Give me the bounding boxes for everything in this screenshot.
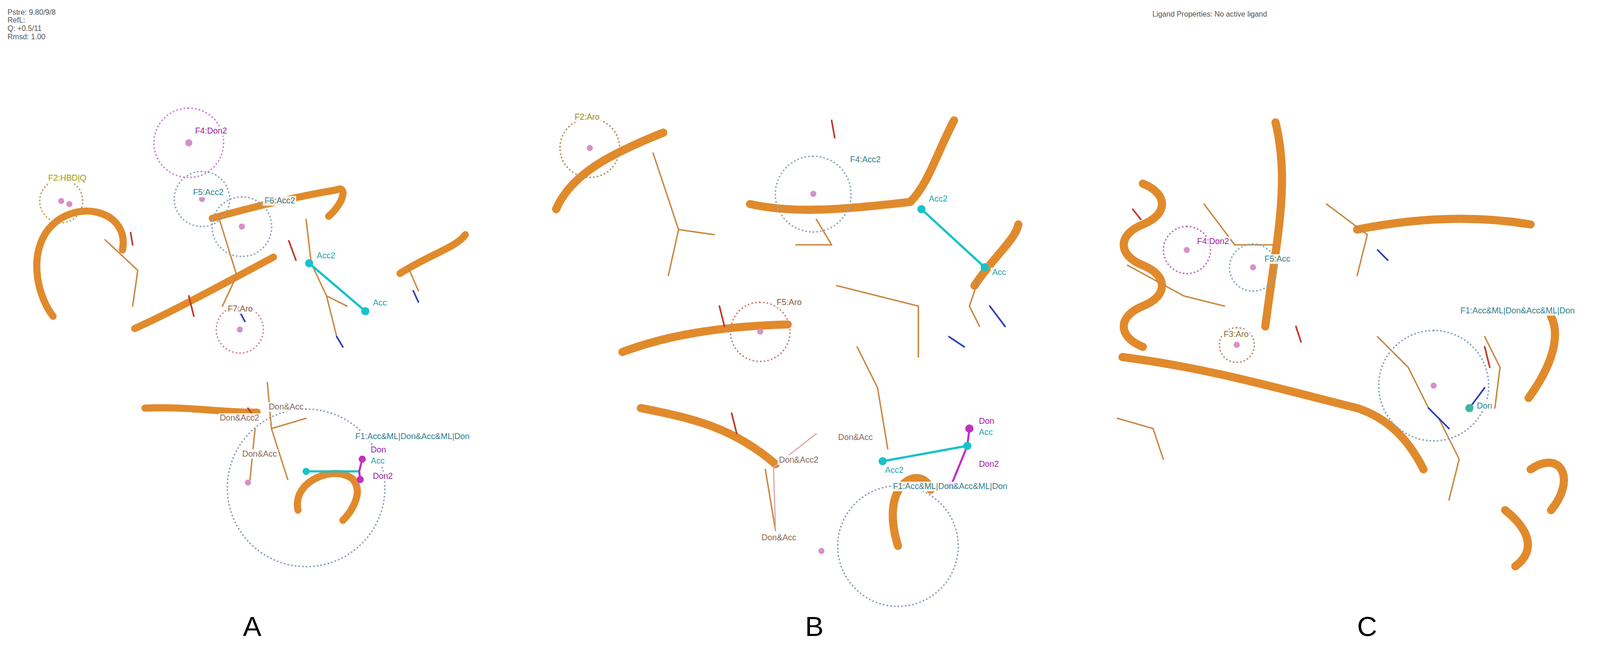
feature-label: F2:Aro <box>573 112 602 122</box>
atom-label: Acc2 <box>315 250 337 261</box>
panel-letter: C <box>1356 610 1377 643</box>
feature-sphere: F5:Acc2 <box>173 170 231 228</box>
feature-sphere: F5:Acc <box>1228 243 1278 293</box>
feature-sphere: F1:Acc&ML|Don&Acc&ML|Don <box>836 484 960 608</box>
atom-label: Don&Acc <box>760 532 798 543</box>
feature-sphere: F2:HBD|Q <box>38 178 84 224</box>
status-text: Pstre: 9.80/9/8 <box>6 8 57 17</box>
feature-label: F3:Aro <box>1222 329 1250 340</box>
feature-sphere: F7:Aro <box>215 304 265 354</box>
feature-sphere: F2:Aro <box>559 117 621 179</box>
feature-label: F5:Acc2 <box>191 187 226 198</box>
feature-sphere: F5:Aro <box>729 301 791 363</box>
feature-label: F4:Acc2 <box>848 154 883 165</box>
atom-label: Acc2 <box>883 465 906 475</box>
atom-label: Acc <box>990 267 1008 278</box>
atom-label: Don <box>1475 401 1494 411</box>
feature-label: F1:Acc&ML|Don&Acc&ML|Don <box>353 431 471 442</box>
atom-label: Don&Acc <box>836 432 875 443</box>
feature-label: F6:Acc2 <box>262 195 297 206</box>
feature-label: F1:Acc&ML|Don&Acc&ML|Don <box>891 481 1009 492</box>
atom-label: Don&Acc <box>240 449 279 459</box>
status-text: RefL: <box>6 16 27 25</box>
feature-sphere: F4:Don2 <box>1162 225 1212 275</box>
feature-sphere: F4:Acc2 <box>774 155 852 233</box>
feature-label: F2:HBD|Q <box>46 173 88 183</box>
feature-sphere: F4:Don2 <box>152 107 225 179</box>
status-text: Rmsd: 1.00 <box>6 32 47 42</box>
feature-label: F4:Don2 <box>193 126 229 136</box>
feature-label: F5:Aro <box>775 297 804 308</box>
feature-sphere: F1:Acc&ML|Don&Acc&ML|Don <box>1377 329 1491 442</box>
atom-label: Don2 <box>371 471 395 481</box>
atom-label: Don&Acc <box>267 401 305 412</box>
feature-label: F1:Acc&ML|Don&Acc&ML|Don <box>1459 305 1576 316</box>
atom-label: Don&Acc2 <box>218 413 261 423</box>
feature-sphere: F1:Acc&ML|Don&Acc&ML|Don <box>226 407 386 568</box>
status-text: Ligand Properties: No active ligand <box>1150 10 1269 19</box>
panel-letter: A <box>243 610 262 643</box>
feature-label: F5:Acc <box>1263 254 1292 264</box>
status-text: Q: +0.5/11 <box>6 24 43 33</box>
atom-label: Acc2 <box>927 194 950 204</box>
feature-sphere: F3:Aro <box>1218 326 1256 364</box>
atom-label: Don <box>977 416 996 426</box>
atom-label: Acc <box>371 298 389 308</box>
panel-letter: B <box>805 610 824 643</box>
atom-label: Acc <box>977 427 995 438</box>
feature-sphere: F6:Acc2 <box>211 195 273 258</box>
atom-label: Don&Acc2 <box>777 455 820 465</box>
feature-label: F4:Don2 <box>1195 236 1231 247</box>
atom-label: Don <box>369 444 388 455</box>
atom-label: Don2 <box>977 459 1001 469</box>
atom-label: Acc <box>369 456 386 466</box>
feature-label: F7:Aro <box>226 304 255 314</box>
